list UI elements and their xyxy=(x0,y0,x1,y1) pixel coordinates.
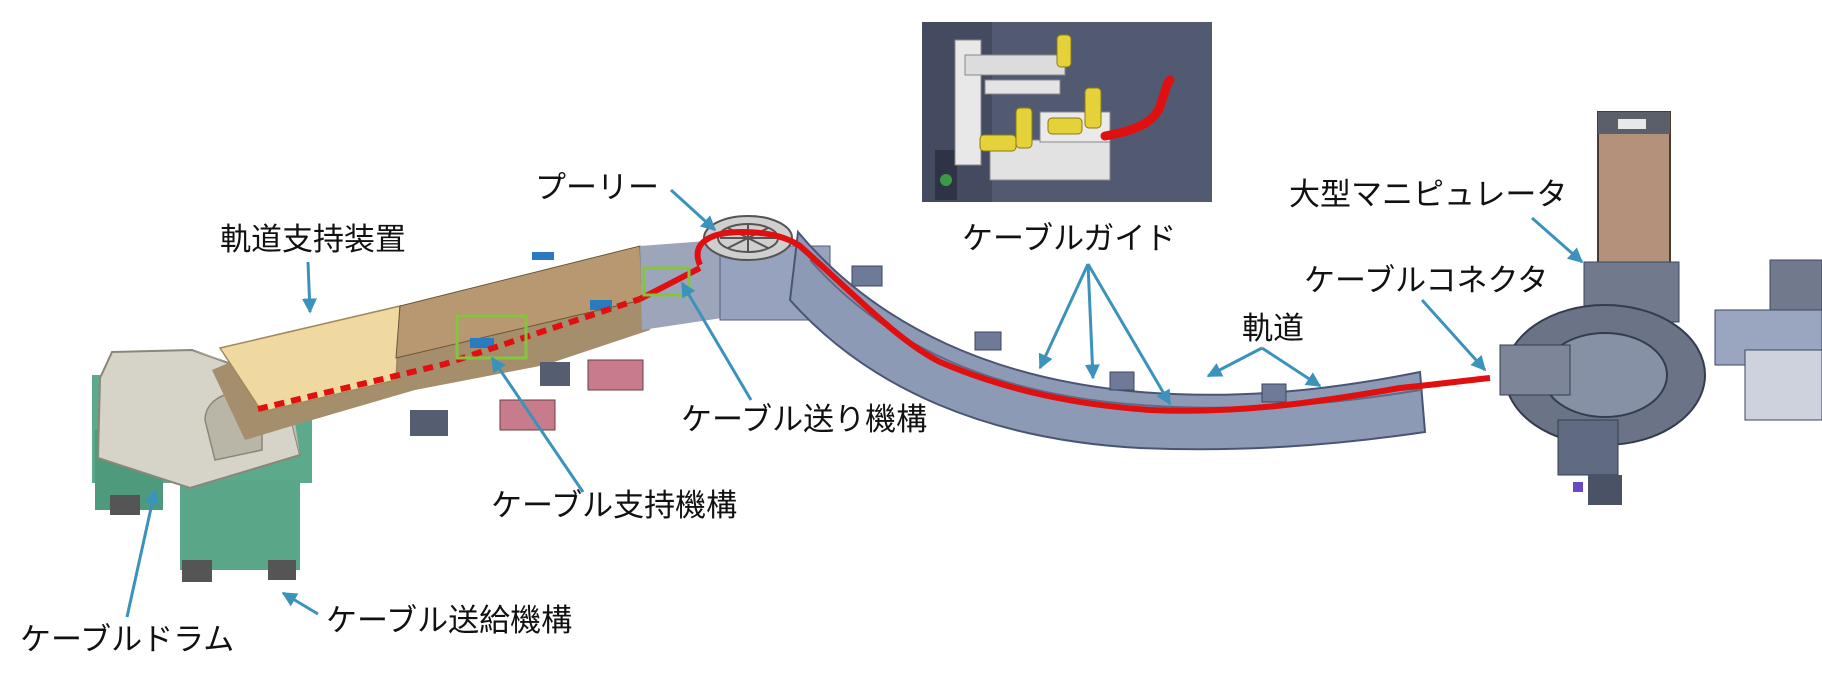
label-cable-connector: ケーブルコネクタ xyxy=(1304,263,1549,299)
leader-cable-connector xyxy=(1420,298,1487,372)
label-cable-support-mechanism: ケーブル支持機構 xyxy=(491,488,738,524)
leader-cable-drum xyxy=(125,488,160,618)
label-orbit: 軌道 xyxy=(1242,311,1304,347)
leader-cable-supply xyxy=(281,591,319,616)
orbit-support-device xyxy=(212,240,831,440)
leader-cable-feed xyxy=(680,281,753,401)
label-cable-supply-mechanism: ケーブル送給機構 xyxy=(326,603,573,639)
leader-orbit-1 xyxy=(1206,346,1263,378)
leader-lines xyxy=(125,188,1584,618)
leader-pulley xyxy=(669,188,717,232)
leader-orbit-2 xyxy=(1261,346,1322,388)
leader-cable-guide-1 xyxy=(1038,263,1090,370)
leader-orbit-support xyxy=(301,261,317,314)
leader-cable-support xyxy=(490,356,585,493)
label-pulley: プーリー xyxy=(535,170,659,206)
label-orbit-support: 軌道支持装置 xyxy=(220,222,406,258)
label-cable-feed-mechanism: ケーブル送り機構 xyxy=(681,402,928,438)
label-cable-drum: ケーブルドラム xyxy=(20,622,235,658)
leader-cable-guide-2 xyxy=(1084,263,1100,380)
label-cable-guide: ケーブルガイド xyxy=(962,221,1177,257)
leader-manipulator xyxy=(1531,216,1584,264)
label-large-manipulator: 大型マニピュレータ xyxy=(1289,177,1568,213)
leader-cable-guide-3 xyxy=(1086,263,1172,406)
large-manipulator xyxy=(1499,111,1822,505)
cable-guide-inset xyxy=(922,22,1212,202)
